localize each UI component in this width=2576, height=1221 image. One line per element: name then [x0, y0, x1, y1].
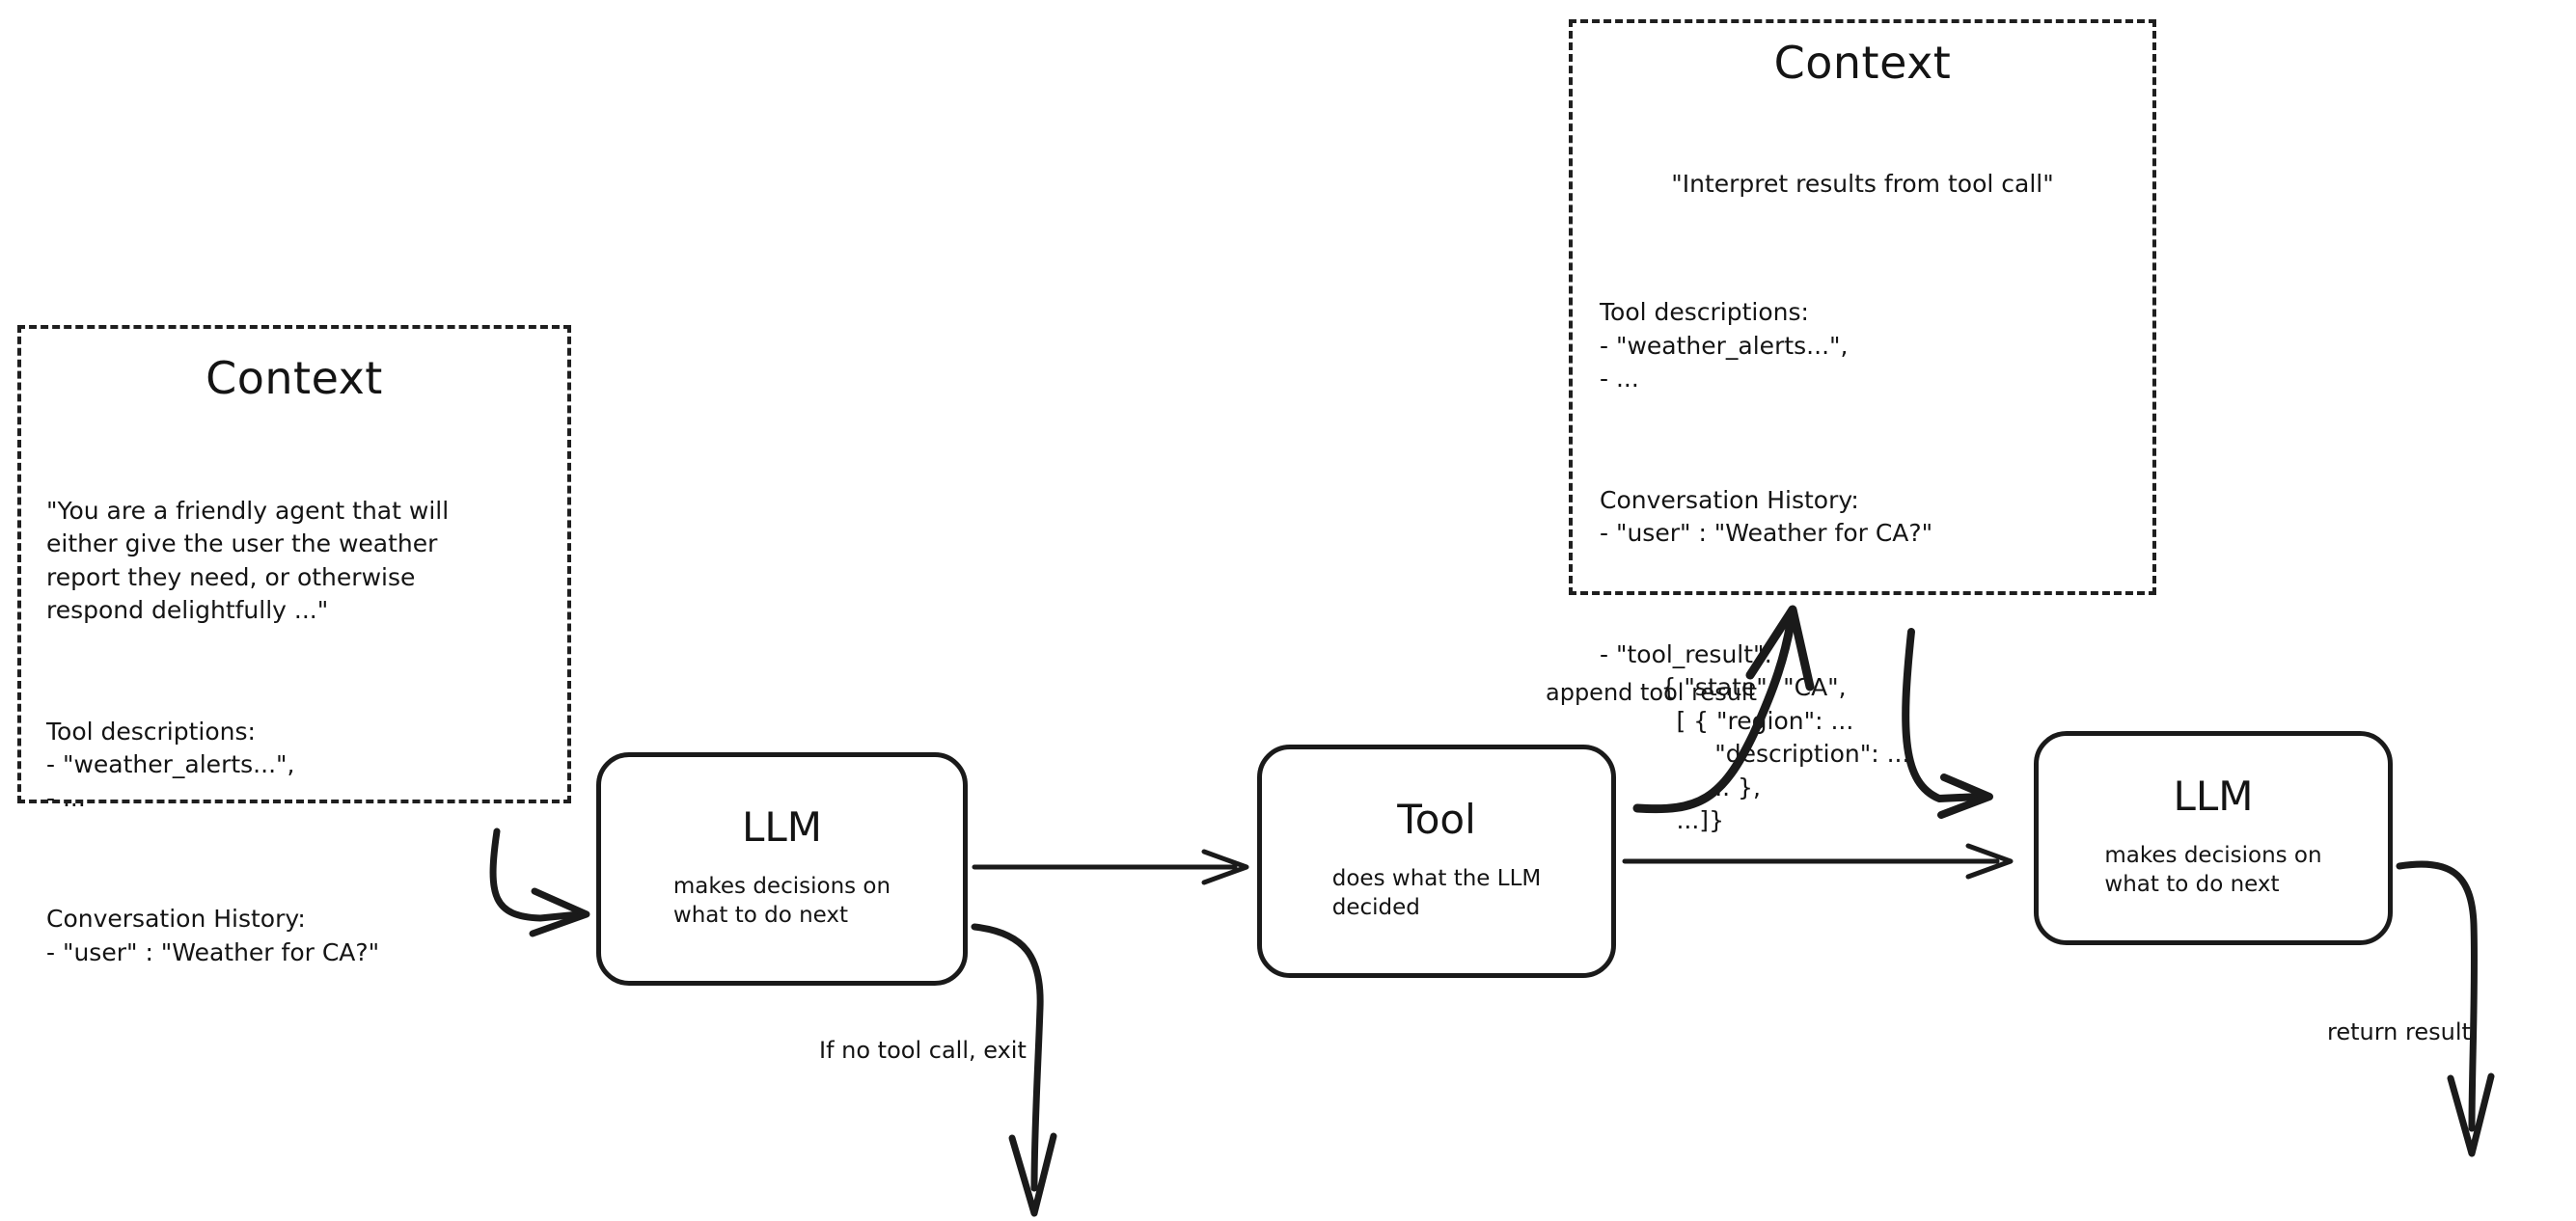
node-llm-first-subtitle: makes decisions on what to do next	[672, 874, 891, 928]
node-llm-first[interactable]: LLM makes decisions on what to do next	[596, 752, 968, 986]
context-box-left: Context "You are a friendly agent that w…	[17, 325, 571, 966]
arrow-llm-second-return	[2396, 860, 2495, 1157]
context-left-title: Context	[206, 352, 383, 404]
node-llm-second-title: LLM	[2173, 773, 2254, 821]
edge-label-append-tool-result: append tool result	[1546, 679, 1757, 706]
context-right-tool-descriptions: Tool descriptions: - "weather_alerts..."…	[1600, 298, 1849, 393]
context-right-conversation-history: Conversation History: - "user" : "Weathe…	[1600, 485, 1933, 548]
context-box-right: Context "Interpret results from tool cal…	[1569, 19, 2156, 834]
context-left-tool-descriptions: Tool descriptions: - "weather_alerts..."…	[46, 717, 295, 812]
arrow-llm-first-to-tool	[972, 849, 1249, 885]
node-tool[interactable]: Tool does what the LLM decided	[1257, 745, 1616, 978]
context-left-body: "You are a friendly agent that will eith…	[46, 428, 542, 1037]
edge-label-exit: If no tool call, exit	[819, 1037, 1027, 1064]
node-llm-second[interactable]: LLM makes decisions on what to do next	[2034, 731, 2393, 945]
context-left-system-prompt: "You are a friendly agent that will eith…	[46, 496, 450, 625]
node-tool-title: Tool	[1397, 796, 1476, 844]
context-left-conversation-history: Conversation History: - "user" : "Weathe…	[46, 905, 380, 966]
context-right-title: Context	[1773, 37, 1952, 89]
arrow-llm-first-exit	[971, 923, 1057, 1217]
edge-label-return-result: return result	[2327, 1018, 2471, 1045]
context-right-system-prompt: "Interpret results from tool call"	[1671, 169, 2054, 198]
node-llm-first-title: LLM	[741, 803, 823, 852]
node-llm-second-subtitle: makes decisions on what to do next	[2104, 843, 2322, 897]
node-tool-subtitle: does what the LLM decided	[1331, 866, 1542, 920]
